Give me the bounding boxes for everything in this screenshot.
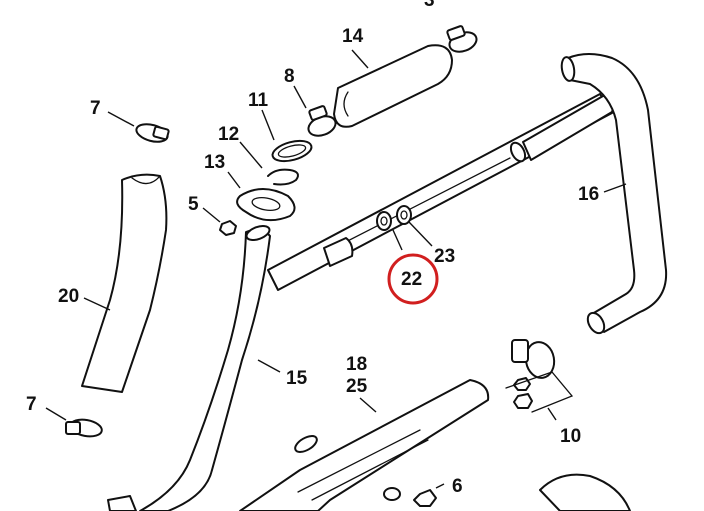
label-14: 14 xyxy=(342,26,364,47)
part-8-clamp xyxy=(307,105,337,137)
label-22: 22 xyxy=(401,269,422,290)
part-14-heat-shield xyxy=(333,44,453,128)
label-10: 10 xyxy=(560,426,581,447)
label-25: 25 xyxy=(346,376,368,397)
partial-bracket-bottom-left xyxy=(107,495,137,511)
leader-lines xyxy=(45,49,627,489)
label-23: 23 xyxy=(434,246,455,267)
part-6-hardware xyxy=(383,487,437,507)
label-8: 8 xyxy=(284,66,295,87)
label-20: 20 xyxy=(58,286,79,307)
label-13: 13 xyxy=(204,152,225,173)
part-7-clamp-upper xyxy=(135,123,170,143)
highlight-circle-22 xyxy=(387,253,439,305)
part-23-washer xyxy=(396,205,412,225)
label-11: 11 xyxy=(248,90,269,111)
label-7-lower: 7 xyxy=(26,394,37,415)
label-12: 12 xyxy=(218,124,239,145)
label-15: 15 xyxy=(286,368,308,389)
part-5-nut xyxy=(219,220,237,236)
part-13-flange xyxy=(236,188,296,222)
rear-pipe-long xyxy=(267,91,615,291)
part-20-heat-shield xyxy=(81,173,168,393)
part-10-clamp-assembly xyxy=(505,339,574,413)
label-5: 5 xyxy=(188,194,199,215)
part-11-gasket-ring xyxy=(271,139,313,163)
label-18: 18 xyxy=(346,354,367,375)
part-22-washer xyxy=(376,211,392,231)
partial-pipe-bottom-right xyxy=(539,473,631,511)
label-6: 6 xyxy=(452,476,463,497)
label-16: 16 xyxy=(578,184,599,205)
pipe-sleeve xyxy=(323,237,354,267)
part-15-front-pipe xyxy=(139,225,271,511)
part-18-muffler xyxy=(239,379,490,511)
part-12-retaining-ring xyxy=(267,168,299,186)
part-16-bent-pipe xyxy=(560,53,668,335)
label-3: 3 xyxy=(424,0,435,11)
part-3-clamp xyxy=(446,25,478,53)
label-7-upper: 7 xyxy=(90,98,101,119)
rod-line xyxy=(329,157,511,251)
part-7-clamp-lower xyxy=(65,418,103,438)
